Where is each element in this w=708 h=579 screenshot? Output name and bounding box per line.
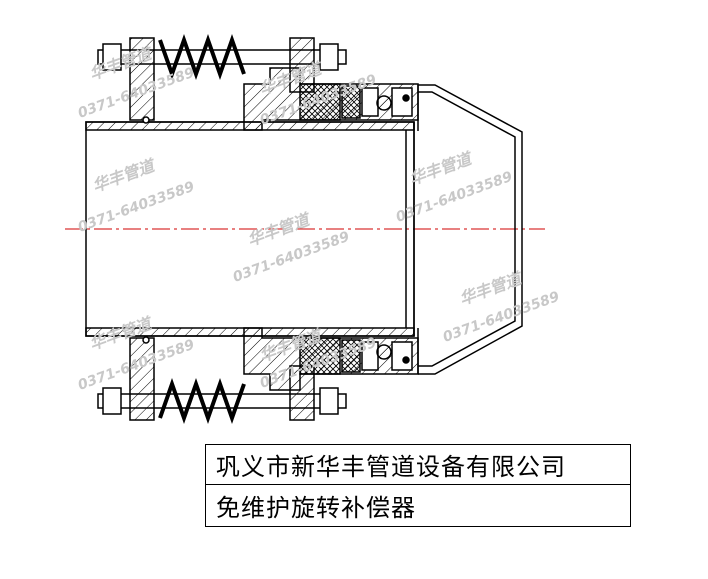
watermark-brand: 华丰管道	[90, 155, 159, 196]
lower-bolt-spring	[97, 336, 347, 425]
watermark-brand: 华丰管道	[407, 148, 476, 189]
company-name: 巩义市新华丰管道设备有限公司	[206, 445, 630, 485]
title-block: 巩义市新华丰管道设备有限公司 免维护旋转补偿器	[205, 444, 631, 527]
upper-bolt-spring	[97, 33, 347, 124]
product-name: 免维护旋转补偿器	[216, 493, 416, 522]
lower-flange-body	[243, 327, 419, 391]
upper-flange-body	[243, 67, 419, 131]
